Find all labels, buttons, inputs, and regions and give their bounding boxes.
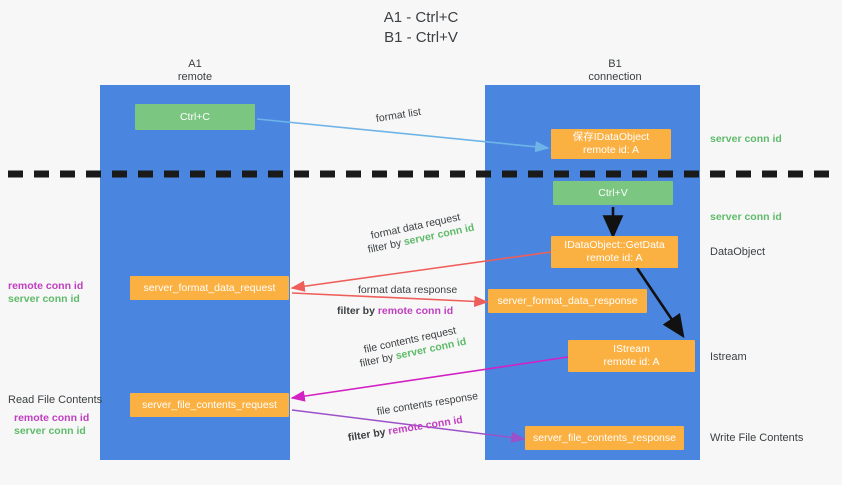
diagram-title: A1 - Ctrl+C B1 - Ctrl+V [0,8,842,48]
node-server-file-contents-request-label: server_file_contents_request [142,398,277,411]
right-label-write-file-contents: Write File Contents [710,432,804,444]
right-label-istream: Istream [710,351,747,363]
lane-a1-name: A1 [188,58,202,70]
remote-conn-id-text-2: remote conn id [387,413,464,438]
edge-label-filter-remote-conn-id-1: filter by remote conn id [337,304,453,318]
right-label-server-conn-id-mid: server conn id [710,211,782,223]
right-label-dataobject: DataObject [710,246,766,258]
node-getdata-line1: IDataObject::GetData [564,239,665,251]
node-server-file-contents-response[interactable]: server_file_contents_response [525,426,684,450]
node-istream[interactable]: IStream remote id: A [568,340,695,372]
title-line-2: B1 - Ctrl+V [384,29,458,46]
node-server-file-contents-response-label: server_file_contents_response [532,431,676,444]
remote-conn-id-text-1: remote conn id [377,305,454,317]
node-istream-line2: remote id: A [603,356,660,368]
node-server-format-data-request[interactable]: server_format_data_request [130,276,289,300]
title-line-1: A1 - Ctrl+C [383,9,459,26]
left-label-server-conn-id-mid: server conn id [8,293,80,305]
node-server-format-data-response[interactable]: server_format_data_response [488,289,647,313]
lane-header-a1: A1 remote [130,58,260,84]
edge-label-format-data-response: format data response [358,284,458,296]
filter-by-text-2: filter by [337,305,378,317]
node-getdata-line2: remote id: A [586,252,643,264]
lane-b1-name: B1 [608,58,622,70]
left-label-remote-conn-id-mid: remote conn id [8,280,84,292]
node-idataobject-getdata[interactable]: IDataObject::GetData remote id: A [551,236,678,268]
node-idataobject-top[interactable]: 保存IDataObject remote id: A [551,129,671,159]
node-idataobject-top-line2: remote id: A [582,144,640,156]
node-ctrl-v-label: Ctrl+V [598,186,628,199]
node-server-format-data-response-label: server_format_data_response [497,294,638,307]
lane-a1-sub: remote [177,71,213,83]
lane-header-b1: B1 connection [550,58,680,84]
left-label-read-file-contents: Read File Contents [8,394,103,406]
node-istream-line1: IStream [613,343,650,355]
node-server-format-data-request-label: server_format_data_request [143,281,276,294]
edge-label-filter-remote-conn-id-2: filter by remote conn id [347,413,464,445]
filter-by-text-4: filter by [347,425,390,444]
node-idataobject-top-line1: 保存IDataObject [572,131,650,143]
lane-b1-sub: connection [588,71,642,83]
edge-label-format-list: format list [375,105,422,125]
right-label-server-conn-id-top: server conn id [710,133,782,145]
left-label-server-conn-id-bot: server conn id [14,425,86,437]
edge-label-file-contents-response: file contents response [376,390,479,418]
node-ctrl-c[interactable]: Ctrl+C [135,104,255,130]
left-label-remote-conn-id-bot: remote conn id [14,412,90,424]
node-ctrl-c-label: Ctrl+C [179,110,211,123]
node-server-file-contents-request[interactable]: server_file_contents_request [130,393,289,417]
node-ctrl-v[interactable]: Ctrl+V [553,181,673,205]
